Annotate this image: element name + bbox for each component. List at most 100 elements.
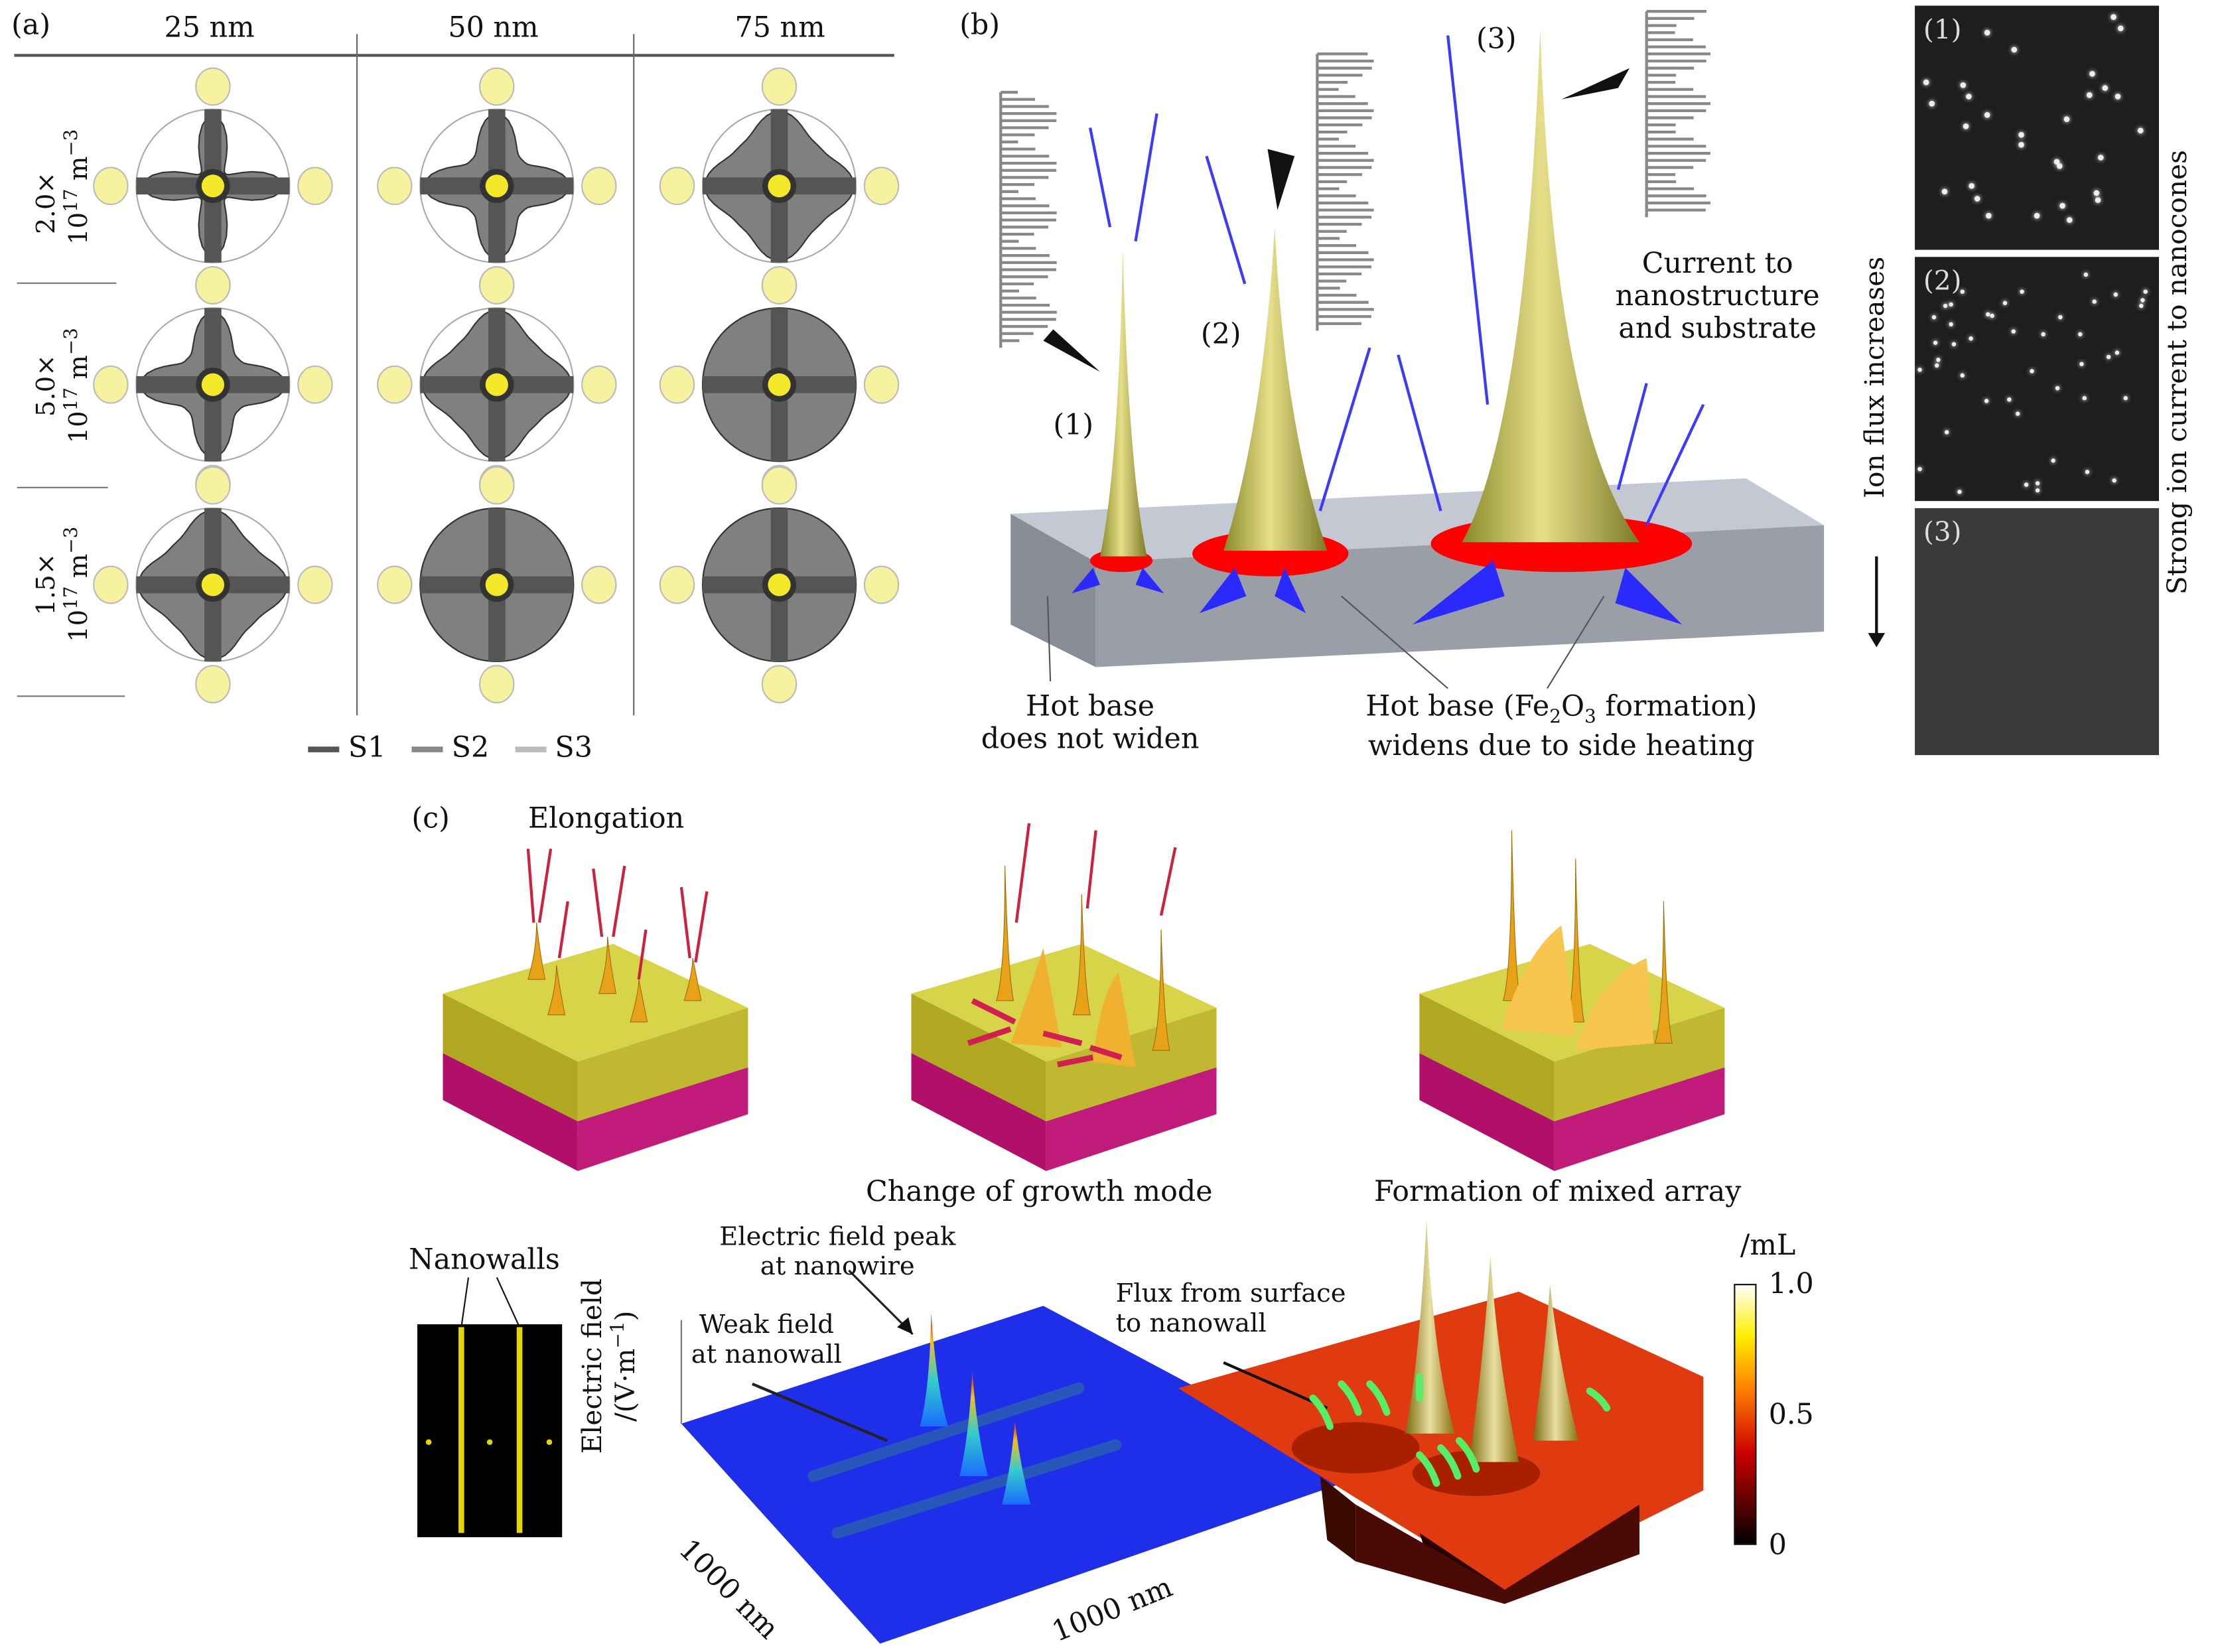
particle-icon	[93, 167, 129, 206]
field-and-flux-plots	[680, 1220, 1757, 1644]
nanocone-dot	[1943, 303, 1947, 308]
particle-icon	[377, 365, 413, 404]
nanocone-dot	[1923, 79, 1930, 86]
nanocone-dot	[1983, 398, 1988, 403]
particle-icon	[195, 266, 231, 305]
nanocone-dot	[2115, 93, 2121, 100]
ion-flux-arrow	[557, 901, 569, 959]
nanocone-dot	[2089, 70, 2095, 77]
particle-icon	[761, 466, 798, 505]
nanocone-dot	[1968, 183, 1975, 190]
stage-label-growth-mode: Change of growth mode	[866, 1174, 1213, 1208]
nanocone-dot	[2084, 273, 2089, 277]
nanocone-dot	[1949, 303, 1954, 308]
particle-icon	[479, 67, 515, 106]
cone-2	[1223, 227, 1328, 551]
nanocone-dot	[2007, 397, 2012, 403]
nanocone	[527, 922, 546, 980]
nanocone-dot	[2123, 395, 2128, 401]
particle-icon	[297, 565, 333, 604]
flux-cone	[1469, 1256, 1519, 1462]
cone-label-1: (1)	[1053, 407, 1094, 442]
nanocone-dot	[2087, 92, 2093, 99]
nanocone-dot	[2018, 132, 2024, 139]
nanocone-dot	[2010, 47, 2017, 53]
nanocone-dot	[1935, 364, 1940, 369]
legend: S1 S2 S3	[308, 730, 592, 764]
nanocone	[1654, 901, 1673, 1044]
legend-item-s2: S2	[411, 730, 489, 764]
nanocone	[630, 979, 648, 1022]
simulation-cell	[377, 466, 617, 704]
column-divider	[356, 34, 358, 716]
column-header-50nm: 50 nm	[448, 9, 539, 44]
colorbar	[1734, 1284, 1757, 1545]
row-divider	[17, 282, 117, 284]
substrate-block	[443, 849, 748, 1172]
nanocone-growth-diagram	[999, 9, 1825, 689]
nanocone-dot	[1957, 489, 1963, 494]
nanocone-dot	[1933, 341, 1938, 346]
colorbar-tick-max: 1.0	[1768, 1266, 1814, 1300]
simulation-cell	[93, 266, 333, 504]
nanocone-dot	[1968, 336, 1973, 341]
ion-flux-arrow	[526, 849, 535, 923]
nanocone-dot	[2077, 332, 2082, 337]
nanocone-dot	[2144, 289, 2148, 294]
particle-icon	[377, 565, 413, 604]
column-header-25nm: 25 nm	[164, 9, 255, 44]
nanocone	[1152, 929, 1170, 1051]
nanocone-dot	[2055, 385, 2060, 391]
particle-icon	[195, 67, 231, 106]
stage-label-mixed-array: Formation of mixed array	[1373, 1174, 1742, 1208]
surface-diffusion-arrow	[971, 998, 1016, 1025]
ion-flux-arrow	[637, 929, 648, 980]
nanocone	[547, 965, 566, 1016]
nanocone-dot	[2010, 329, 2016, 334]
particle-icon	[581, 365, 617, 404]
cone-label-3: (3)	[1476, 21, 1517, 56]
column-header-75nm: 75 nm	[734, 9, 825, 44]
ion-flux-arrow	[1085, 830, 1097, 909]
ion-flux-arrow	[679, 886, 691, 959]
particle-icon	[659, 565, 695, 604]
nanocone-dot	[2094, 190, 2101, 196]
cone-1	[1100, 248, 1147, 557]
nanocone-dot	[2053, 159, 2060, 165]
particle-icon	[93, 565, 129, 604]
nanocone-dot	[2111, 14, 2117, 21]
header-divider	[14, 54, 894, 57]
nanocone-dot	[1963, 123, 1969, 129]
nanocone-dot	[2036, 488, 2041, 493]
nanocone-dot	[1990, 313, 1994, 318]
hot-base-right-annotation: Hot base (Fe2O3 formation) widens due to…	[1365, 688, 1758, 762]
field-spike	[1002, 1419, 1031, 1505]
surface-diffusion-arrow	[1042, 1030, 1083, 1046]
field-spike	[959, 1369, 989, 1476]
nanocone-dot	[1935, 358, 1940, 362]
particle-icon	[479, 266, 515, 305]
particle-icon	[863, 365, 900, 404]
nanocone-dot	[2085, 470, 2090, 475]
nanocone-dot	[2079, 361, 2083, 366]
particle-icon	[479, 466, 515, 505]
micrograph-2: (2)	[1915, 257, 2160, 502]
particle-icon	[479, 665, 515, 704]
ion-flux-arrow	[592, 868, 604, 937]
simulation-grid	[93, 67, 900, 704]
surface-diffusion-arrow	[1089, 1044, 1123, 1060]
particle-icon	[761, 67, 798, 106]
nanocone-dot	[2113, 478, 2117, 482]
nanocone-dot	[1951, 342, 1957, 347]
cone-label-2: (2)	[1200, 316, 1241, 351]
flux-surface	[1178, 1291, 1704, 1590]
ion-flux-label: Ion flux increases	[1859, 256, 1891, 499]
colorbar-tick-mid: 0.5	[1768, 1397, 1814, 1431]
strong-ion-current-label: Strong ion current to nanocones	[2162, 150, 2193, 595]
nanocone-dot	[1967, 94, 1973, 100]
ion-flux-arrow	[1159, 847, 1177, 916]
